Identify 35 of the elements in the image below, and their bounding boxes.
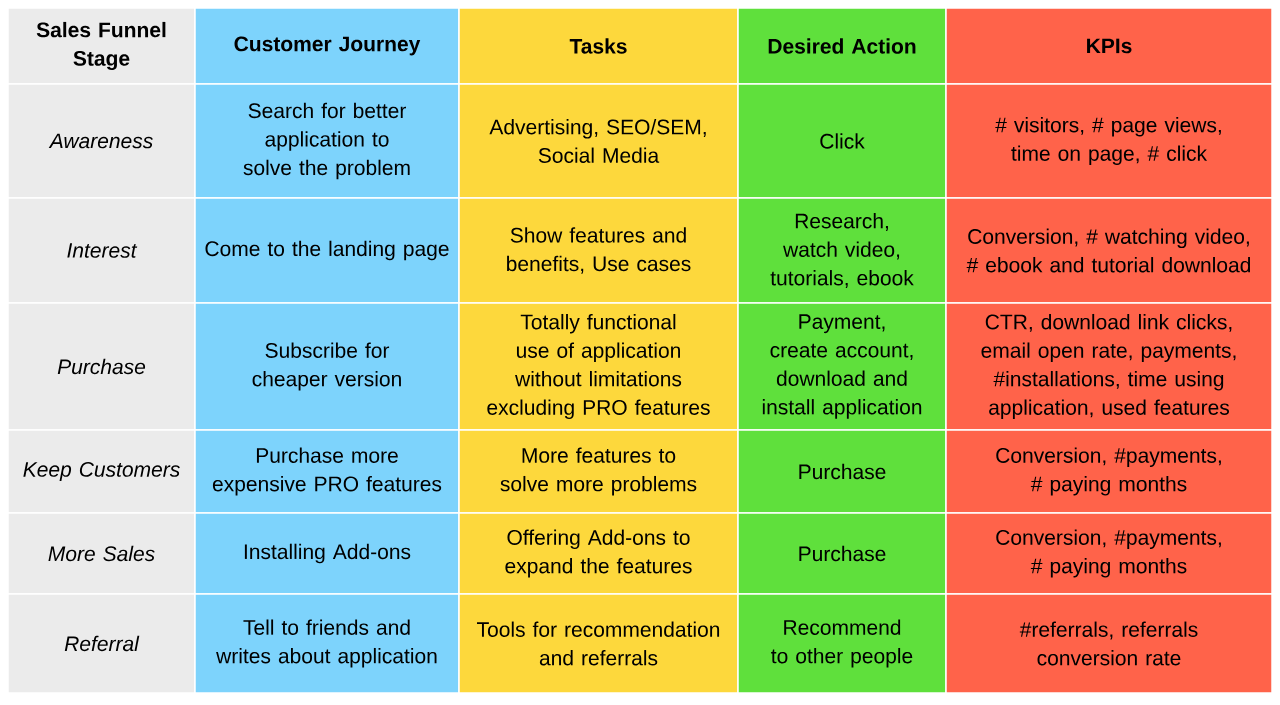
- table-cell: Customer Journey: [194, 7, 460, 85]
- table-cell: KPIs: [945, 7, 1273, 85]
- table-cell: Awareness: [7, 83, 196, 199]
- table-cell: Payment, create account, download and install application: [737, 302, 947, 431]
- table-cell: Conversion, #payments, # paying months: [945, 429, 1273, 514]
- table-cell: Purchase: [737, 512, 947, 595]
- table-cell: Totally functional use of application without limitations excluding PRO features: [458, 302, 739, 431]
- table-cell: Click: [737, 83, 947, 199]
- table-cell: More Sales: [7, 512, 196, 595]
- table-cell: Research, watch video, tutorials, ebook: [737, 197, 947, 304]
- table-cell: Purchase more expensive PRO features: [194, 429, 460, 514]
- table-cell: Keep Customers: [7, 429, 196, 514]
- table-cell: Conversion, # watching video, # ebook and tutorial download: [945, 197, 1273, 304]
- table-cell: Tasks: [458, 7, 739, 85]
- table-cell: # visitors, # page views, time on page, # click: [945, 83, 1273, 199]
- table-cell: Advertising, SEO/SEM, Social Media: [458, 83, 739, 199]
- table-cell: Installing Add-ons: [194, 512, 460, 595]
- table-cell: Recommend to other people: [737, 593, 947, 694]
- table-cell: Conversion, #payments, # paying months: [945, 512, 1273, 595]
- table-cell: Subscribe for cheaper version: [194, 302, 460, 431]
- table-cell: Sales Funnel Stage: [7, 7, 196, 85]
- table-cell: Purchase: [737, 429, 947, 514]
- table-cell: Desired Action: [737, 7, 947, 85]
- table-cell: Come to the landing page: [194, 197, 460, 304]
- table-cell: Tell to friends and writes about application: [194, 593, 460, 694]
- table-cell: Offering Add-ons to expand the features: [458, 512, 739, 595]
- table-cell: #referrals, referrals conversion rate: [945, 593, 1273, 694]
- table-cell: CTR, download link clicks, email open rate, payments, #installations, time using application, used features: [945, 302, 1273, 431]
- table-cell: Referral: [7, 593, 196, 694]
- table-cell: Show features and benefits, Use cases: [458, 197, 739, 304]
- table-cell: Tools for recommendation and referrals: [458, 593, 739, 694]
- table-cell: Purchase: [7, 302, 196, 431]
- table-cell: More features to solve more problems: [458, 429, 739, 514]
- table-cell: Interest: [7, 197, 196, 304]
- table-cell: Search for better application to solve the problem: [194, 83, 460, 199]
